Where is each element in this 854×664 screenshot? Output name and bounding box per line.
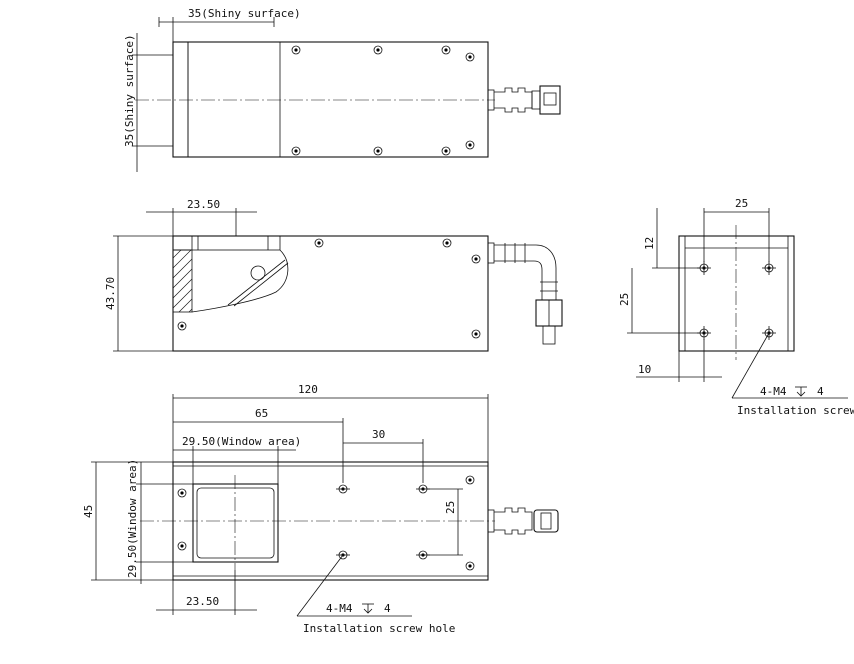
end-view-hole-depth: 4 (817, 385, 824, 398)
bottom-view-window-height-label: 29.50(Window area) (126, 459, 139, 578)
side-view-height-label: 43.70 (104, 277, 117, 310)
top-view-body (172, 41, 489, 158)
bottom-view-window-width-label: 29.50(Window area) (182, 435, 301, 448)
side-view-body (172, 235, 489, 352)
side-view-screws (177, 238, 481, 339)
bottom-view-length-label: 120 (298, 383, 318, 396)
end-view-depth-symbol (795, 386, 807, 397)
bottom-view-screws (177, 475, 475, 571)
side-view-lens (250, 265, 266, 281)
bottom-view-cable (487, 507, 559, 535)
bottom-view-holes (336, 484, 430, 560)
bottom-view-hole-spacing-v-label: 25 (444, 501, 457, 514)
top-view-height-label: 35(Shiny surface) (123, 34, 136, 147)
bottom-view-hole-depth: 4 (384, 602, 391, 615)
top-view: 35(Shiny surface) 35(Shiny surface) (123, 7, 561, 172)
bottom-view-depth-symbol (362, 603, 374, 614)
end-view-hole-note: Installation screw hole (737, 404, 854, 417)
top-view-shiny-surface (172, 41, 189, 158)
end-view-side-offset-label: 10 (638, 363, 651, 376)
end-view-hole-leader (731, 332, 770, 399)
bottom-view-hole-spacing-h-label: 30 (372, 428, 385, 441)
top-view-screws (291, 45, 475, 156)
bottom-view-window (192, 483, 279, 563)
bottom-view: 120 65 29.50(Window area) 30 45 29.50(Wi… (82, 383, 559, 635)
bottom-view-hole-leader (296, 554, 344, 617)
side-view: 23.50 43.70 (104, 198, 563, 352)
end-view: 25 12 25 10 4-M4 4 Installation screw ho… (618, 197, 854, 417)
end-view-hole-spacing-v-label: 25 (618, 293, 631, 306)
end-view-hole-spacing-h-label: 25 (735, 197, 748, 210)
side-view-hatching (172, 249, 193, 313)
top-view-connector (539, 85, 561, 115)
bottom-view-height-label: 45 (82, 505, 95, 518)
bottom-view-hole-note: Installation screw hole (303, 622, 455, 635)
top-view-cable (487, 85, 561, 115)
top-view-width-label: 35(Shiny surface) (188, 7, 301, 20)
bottom-view-hole-callout: 4-M4 (326, 602, 353, 615)
bottom-view-window-offset-label: 23.50 (186, 595, 219, 608)
end-view-hole-callout: 4-M4 (760, 385, 787, 398)
end-view-holes (697, 261, 776, 340)
side-view-window-depth-label: 23.50 (187, 198, 220, 211)
side-view-reflector (191, 249, 289, 313)
end-view-top-offset-label: 12 (643, 237, 656, 250)
bottom-view-hole-position-label: 65 (255, 407, 268, 420)
end-view-body (678, 235, 795, 352)
bottom-view-connector (533, 509, 559, 533)
side-view-cable (487, 242, 563, 345)
